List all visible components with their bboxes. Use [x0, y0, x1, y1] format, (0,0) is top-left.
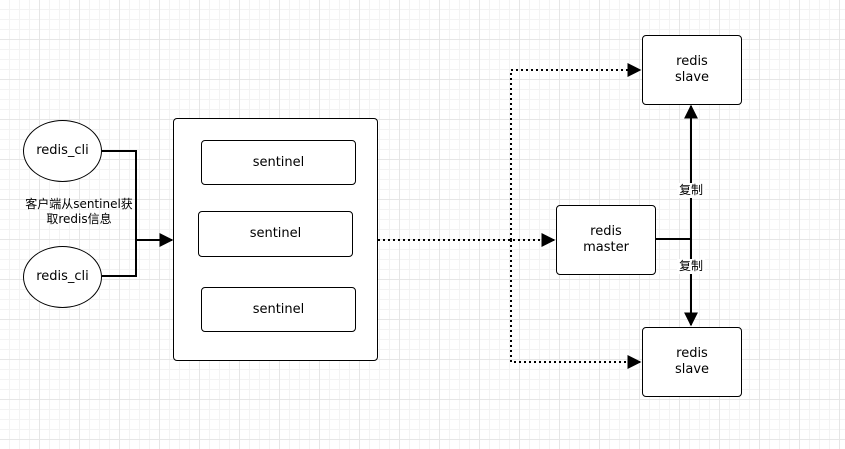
- redis-slave-node-2[interactable]: redis slave: [642, 327, 742, 397]
- redis-cli-label-2: redis_cli: [36, 269, 89, 284]
- redis-master-label: redis master: [583, 224, 629, 255]
- sentinel-to-slave2-arrow[interactable]: [510, 240, 642, 369]
- sentinel-node-2[interactable]: sentinel: [198, 211, 353, 257]
- client-note: 客户端从sentinel获 取redis信息: [25, 197, 133, 226]
- redis-cli-node-1[interactable]: redis_cli: [23, 120, 102, 182]
- sentinel-node-1[interactable]: sentinel: [201, 140, 356, 185]
- client2-connector[interactable]: [102, 240, 137, 277]
- redis-slave-label-2: redis slave: [674, 346, 710, 377]
- redis-slave-label-1: redis slave: [674, 54, 710, 85]
- client1-connector[interactable]: [102, 150, 137, 240]
- sentinel-label-3: sentinel: [252, 301, 305, 317]
- sentinel-to-slave1-arrow[interactable]: [510, 63, 642, 240]
- replication-label-down: 复制: [677, 259, 706, 274]
- redis-slave-node-1[interactable]: redis slave: [642, 35, 742, 105]
- sentinel-label-2: sentinel: [249, 226, 302, 241]
- replication-label-up: 复制: [677, 183, 706, 198]
- redis-cli-node-2[interactable]: redis_cli: [23, 246, 102, 308]
- redis-cli-label-1: redis_cli: [36, 143, 89, 158]
- sentinel-label-1: sentinel: [252, 154, 305, 170]
- redis-master-node[interactable]: redis master: [556, 205, 656, 275]
- sentinel-node-3[interactable]: sentinel: [201, 287, 356, 332]
